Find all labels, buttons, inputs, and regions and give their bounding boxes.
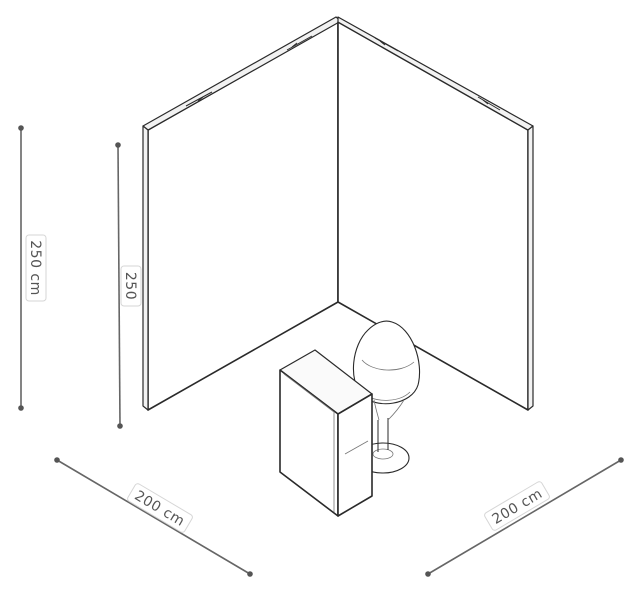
- dimension-width-right: 200 cm: [425, 457, 624, 577]
- label-overall-height: 250 cm: [27, 240, 43, 296]
- right-wall: [337, 16, 534, 411]
- counter-cabinet: [279, 349, 373, 517]
- left-wall: [142, 16, 342, 411]
- label-wall-height: 250: [122, 272, 138, 300]
- dimension-wall-height: 250: [115, 142, 142, 429]
- chair: [352, 320, 420, 474]
- dimension-width-left: 200 cm: [54, 457, 253, 577]
- dimension-overall-height: 250 cm: [18, 125, 47, 411]
